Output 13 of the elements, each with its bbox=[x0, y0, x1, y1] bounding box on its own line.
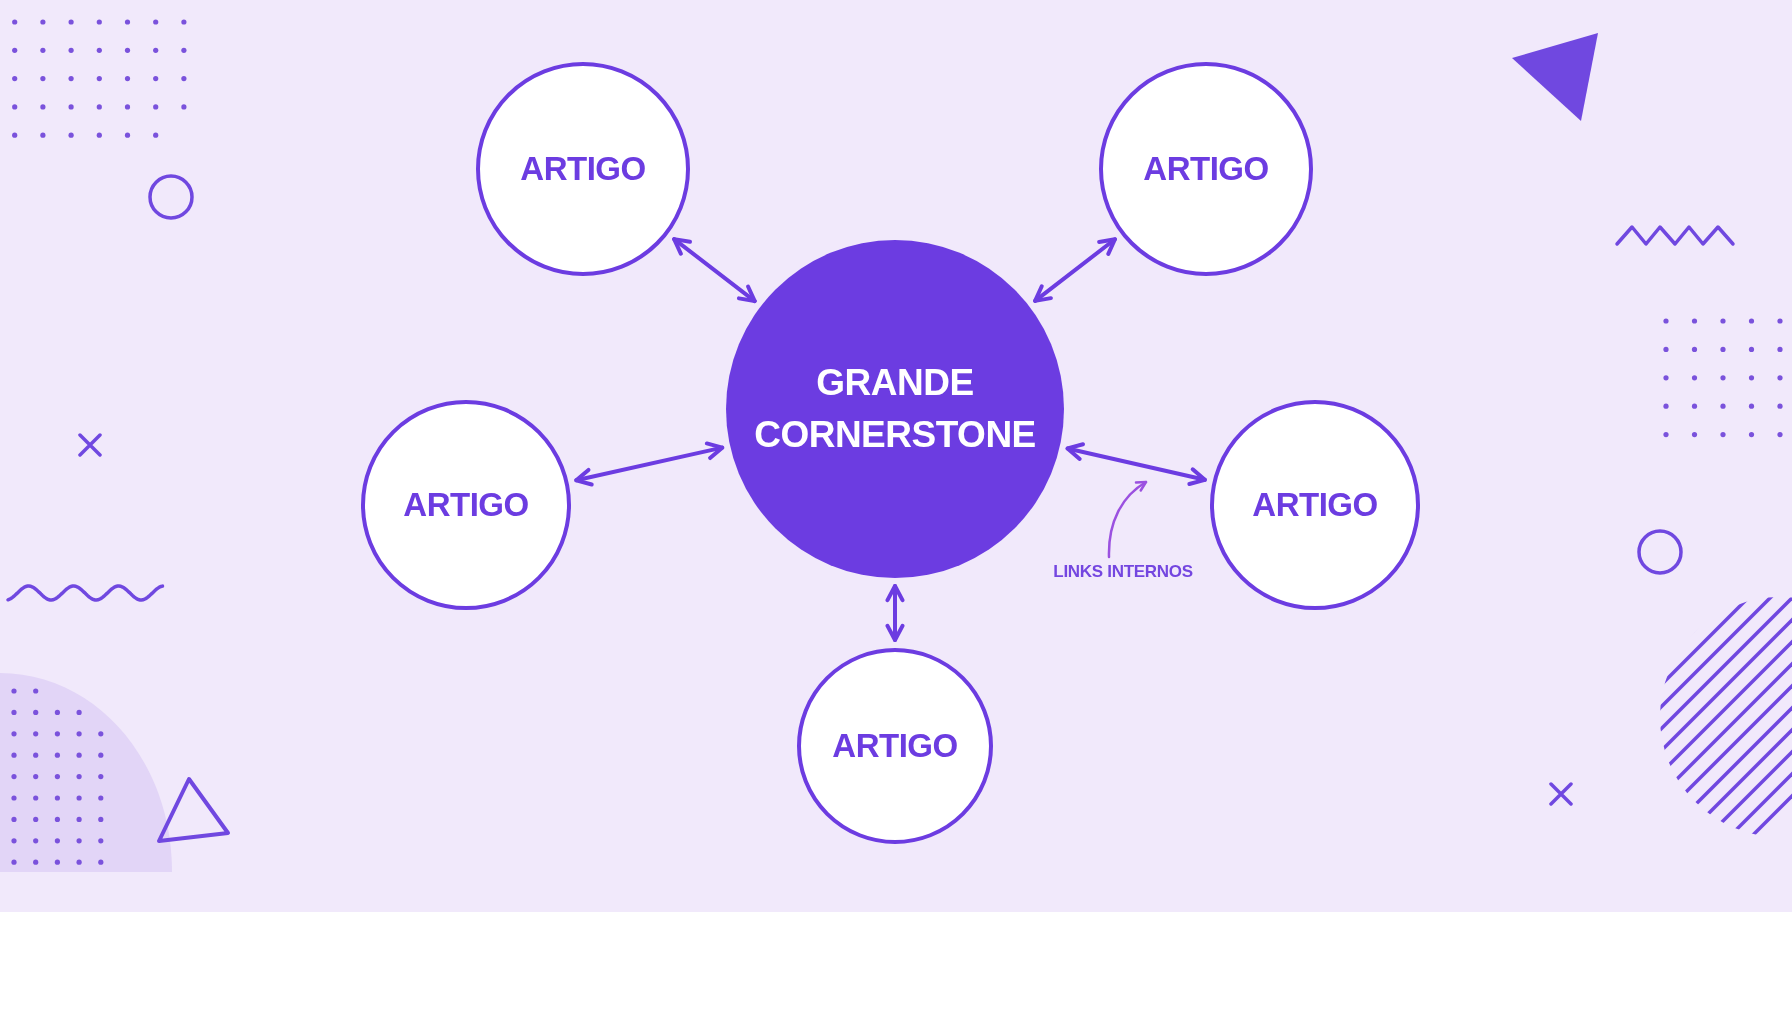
double-arrow bbox=[1065, 442, 1207, 486]
node-label: GRANDE CORNERSTONE bbox=[753, 361, 1037, 457]
double-arrow bbox=[885, 584, 905, 642]
double-arrow bbox=[1033, 237, 1117, 303]
node-label: ARTIGO bbox=[1143, 149, 1269, 189]
node-label: ARTIGO bbox=[403, 485, 529, 525]
callout-label: LINKS INTERNOS bbox=[1040, 560, 1206, 584]
node-label: ARTIGO bbox=[1252, 485, 1378, 525]
node-label: ARTIGO bbox=[832, 726, 958, 766]
leader-arrow bbox=[1107, 480, 1148, 559]
double-arrow bbox=[672, 237, 757, 304]
double-arrow bbox=[574, 441, 725, 487]
node-label: ARTIGO bbox=[520, 149, 646, 189]
